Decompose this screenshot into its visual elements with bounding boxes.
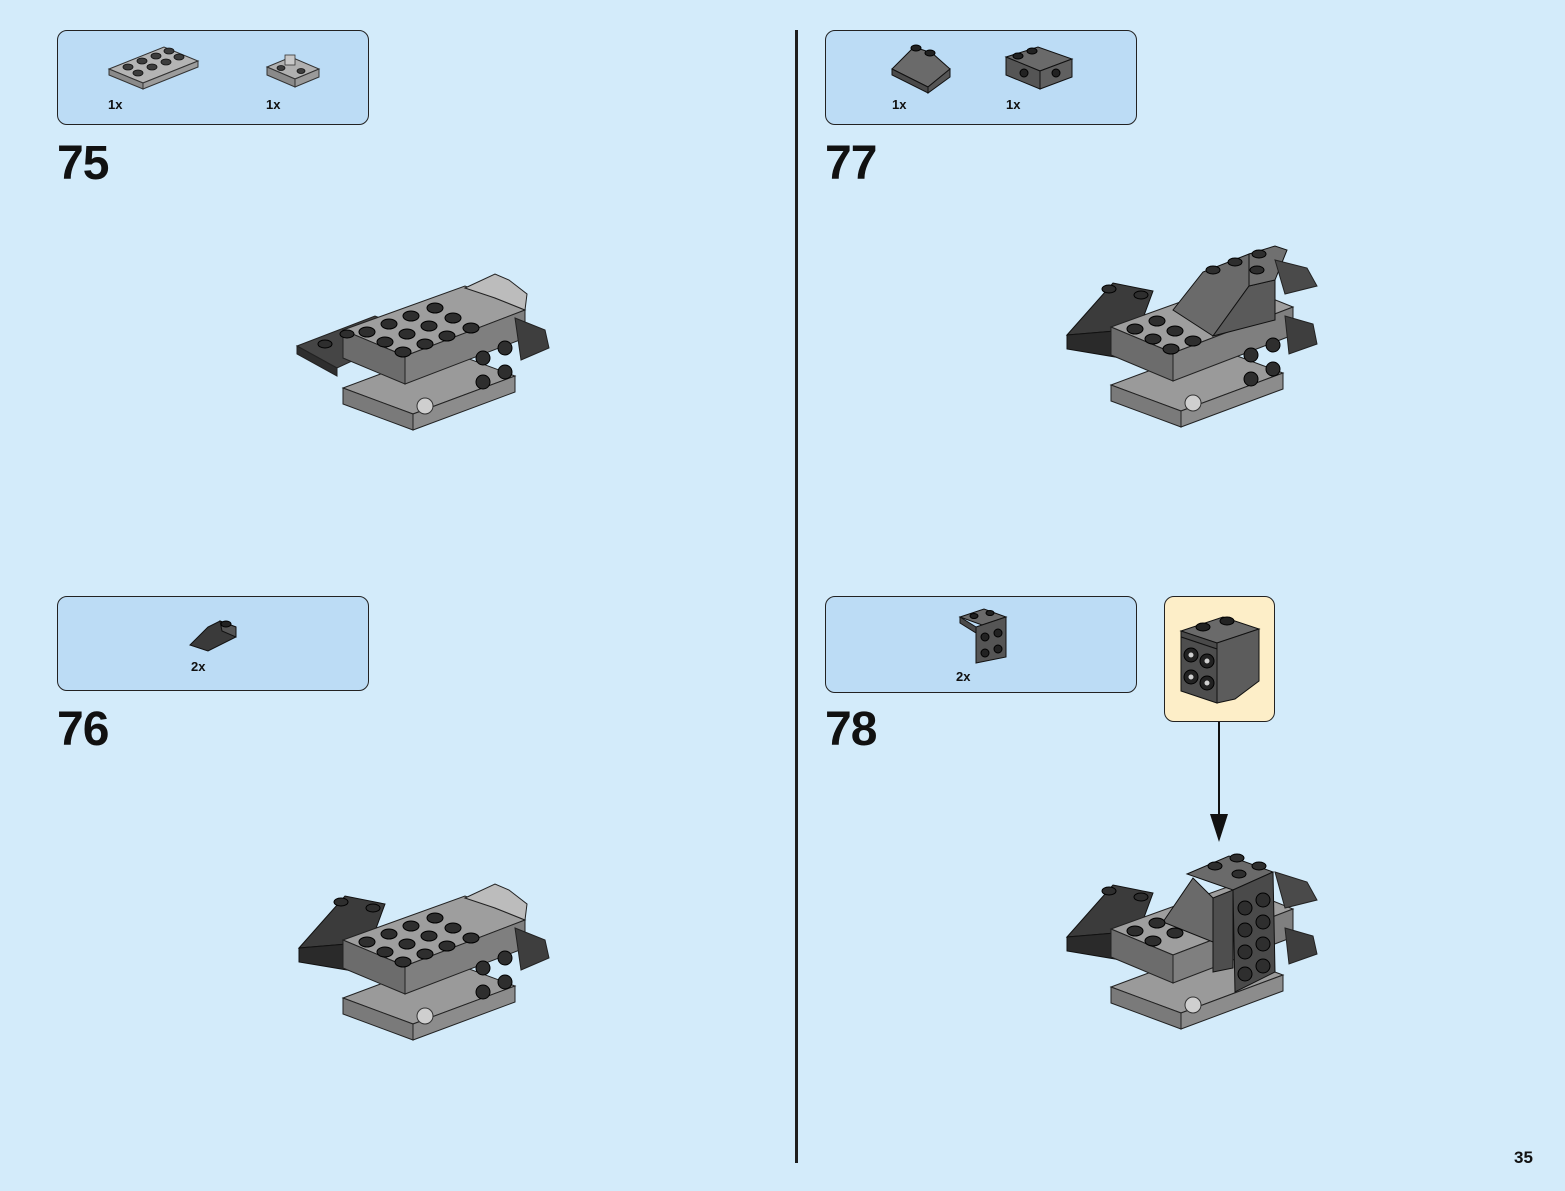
step-76-assembly-icon [297, 883, 550, 1041]
step-number: 78 [825, 703, 877, 756]
page-number: 35 [1514, 1148, 1533, 1167]
plate-2x4-light-gray-icon [107, 46, 200, 90]
step-number: 75 [57, 137, 109, 190]
step-number: 76 [57, 703, 109, 756]
bracket-placement-icon [1179, 616, 1261, 704]
parts-list-step-75: 1x 1x [57, 30, 369, 125]
part-quantity: 2x [191, 659, 206, 674]
part-quantity: 1x [266, 97, 281, 112]
placement-arrow-icon [1210, 722, 1228, 842]
step-75-assembly-icon [295, 273, 550, 431]
step-77-assembly-icon [1065, 245, 1318, 428]
parts-list-step-76: 2x [57, 596, 369, 691]
part-quantity: 1x [108, 97, 123, 112]
sub-assembly-callout [1164, 596, 1275, 722]
slope-2x2-dark-gray-icon [891, 44, 951, 94]
step-number: 77 [825, 137, 877, 190]
bracket-2x2-dark-gray-icon [958, 608, 1008, 664]
part-quantity: 1x [892, 97, 907, 112]
slope-black-icon [189, 620, 237, 652]
parts-list-step-78: 2x [825, 596, 1137, 693]
step-78-assembly-icon [1065, 853, 1318, 1030]
parts-list-step-77: 1x 1x [825, 30, 1137, 125]
page-divider [795, 30, 798, 1163]
part-quantity: 2x [956, 669, 971, 684]
plate-modified-light-gray-icon [265, 54, 321, 88]
hinge-brick-dark-gray-icon [1004, 46, 1074, 90]
part-quantity: 1x [1006, 97, 1021, 112]
